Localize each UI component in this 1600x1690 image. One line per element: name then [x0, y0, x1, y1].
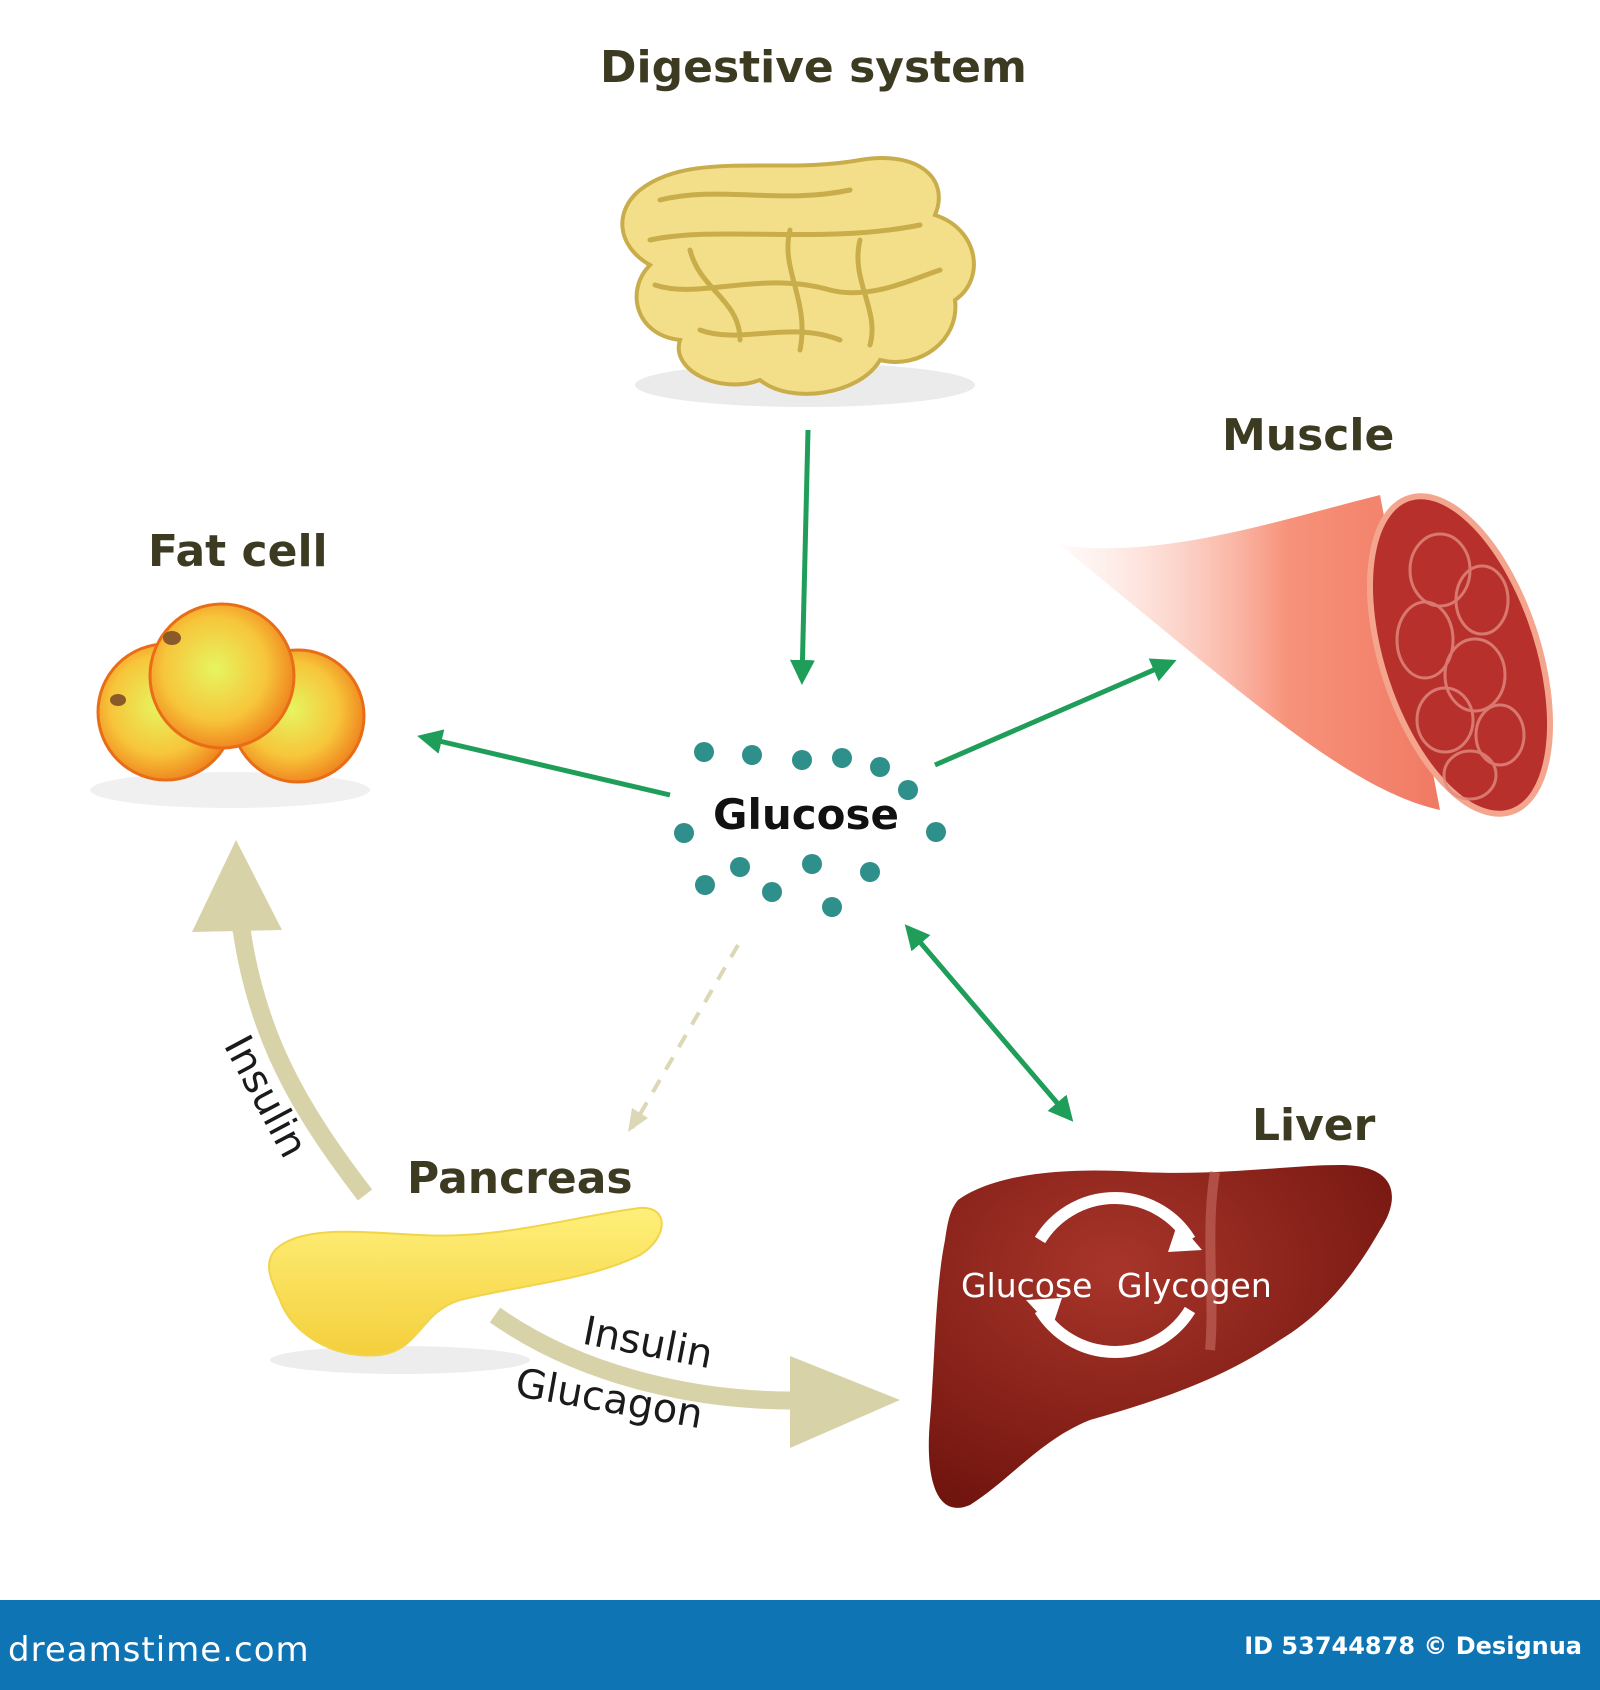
- arrow-glucose-to-muscle: [934, 658, 1177, 768]
- fat-cell-illustration: [90, 602, 370, 808]
- label-liver-glucose: Glucose: [961, 1266, 1093, 1305]
- arrow-glucose-to-pancreas-dashed: [630, 943, 740, 1130]
- glucose-molecules: [674, 742, 946, 917]
- label-muscle: Muscle: [1222, 410, 1395, 461]
- label-liver: Liver: [1252, 1100, 1376, 1151]
- footer-bar: [0, 1600, 1600, 1690]
- muscle-illustration: [1060, 493, 1554, 817]
- pancreas-illustration: [268, 1206, 663, 1374]
- label-glucose-center: Glucose: [713, 790, 900, 839]
- intestine-illustration: [620, 156, 976, 407]
- arrow-pancreas-to-liver-hormones: [489, 1307, 821, 1410]
- arrow-pancreas-to-fat-insulin: [229, 899, 373, 1201]
- label-fat-cell: Fat cell: [148, 526, 328, 577]
- liver-illustration: [928, 1165, 1392, 1508]
- label-digestive-system: Digestive system: [600, 42, 1027, 93]
- label-pancreas: Pancreas: [407, 1153, 633, 1204]
- arrow-digestive-to-glucose: [789, 429, 815, 685]
- footer-image-id: ID 53744878 © Designua: [1244, 1632, 1582, 1660]
- label-liver-glycogen: Glycogen: [1117, 1266, 1272, 1305]
- arrow-glucose-liver: [904, 924, 1074, 1122]
- footer-site-link[interactable]: dreamstime.com: [8, 1630, 310, 1670]
- arrow-glucose-to-fat: [417, 729, 671, 798]
